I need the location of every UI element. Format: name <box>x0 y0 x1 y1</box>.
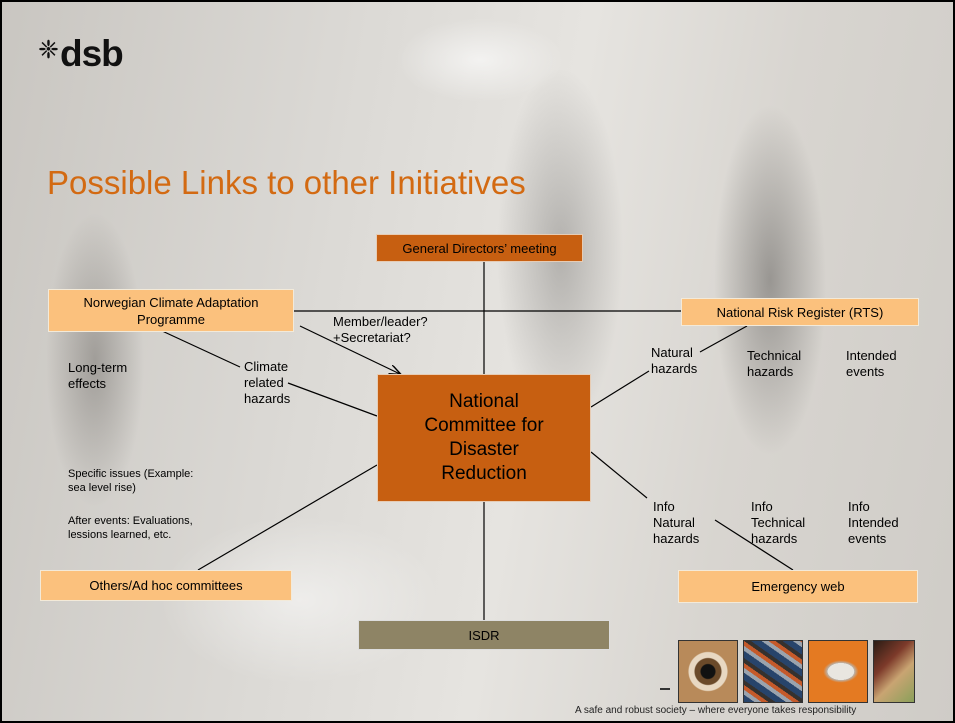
general-directors-box: General Directors’ meeting <box>376 234 583 262</box>
intended-events-label: Intended events <box>846 348 897 379</box>
line-info-to-emergency <box>714 519 794 571</box>
emergency-web-box: Emergency web <box>678 570 918 603</box>
risk-register-box: National Risk Register (RTS) <box>681 298 919 326</box>
footer-slogan: A safe and robust society – where everyo… <box>575 705 857 716</box>
faucet-image <box>808 640 868 703</box>
info-technical-hazards-label: Info Technical hazards <box>751 499 806 546</box>
slide-title: Possible Links to other Initiatives <box>47 164 526 201</box>
hands-image <box>873 640 915 703</box>
specific-issues-label: Specific issues (Example: sea level rise… <box>68 468 194 494</box>
isdr-box: ISDR <box>358 620 610 650</box>
secretariat-label: +Secretariat? <box>333 330 411 345</box>
member-leader-label: Member/leader? <box>333 314 428 329</box>
eye-image <box>678 640 738 703</box>
line-center-to-info <box>590 451 648 499</box>
info-natural-hazards-label: Info Natural hazards <box>653 499 700 546</box>
line-center-to-others <box>197 464 378 571</box>
footer-rule <box>660 688 670 690</box>
climate-programme-box: Norwegian Climate Adaptation Programme <box>48 289 294 332</box>
national-committee-box: National Committee for Disaster Reductio… <box>377 374 591 502</box>
climate-related-hazards-label: Climate related hazards <box>244 359 291 406</box>
line-climate-box-to-label <box>159 329 241 368</box>
others-adhoc-box: Others/Ad hoc committees <box>40 570 292 601</box>
line-center-to-natural <box>590 370 650 408</box>
cables-image <box>743 640 803 703</box>
technical-hazards-label: Technical hazards <box>747 348 802 379</box>
dsb-logo-mark: ❈ <box>38 36 59 64</box>
after-events-label: After events: Evaluations, lessions lear… <box>68 515 193 541</box>
dsb-logo-text: dsb <box>60 33 124 74</box>
arrow-secretariat <box>299 325 400 374</box>
natural-hazards-label: Natural hazards <box>651 345 698 376</box>
info-intended-events-label: Info Intended events <box>848 499 899 546</box>
line-climate-label-to-center <box>287 382 378 417</box>
long-term-effects-label: Long-term effects <box>68 360 128 391</box>
line-natural-to-riskregister <box>699 325 748 353</box>
